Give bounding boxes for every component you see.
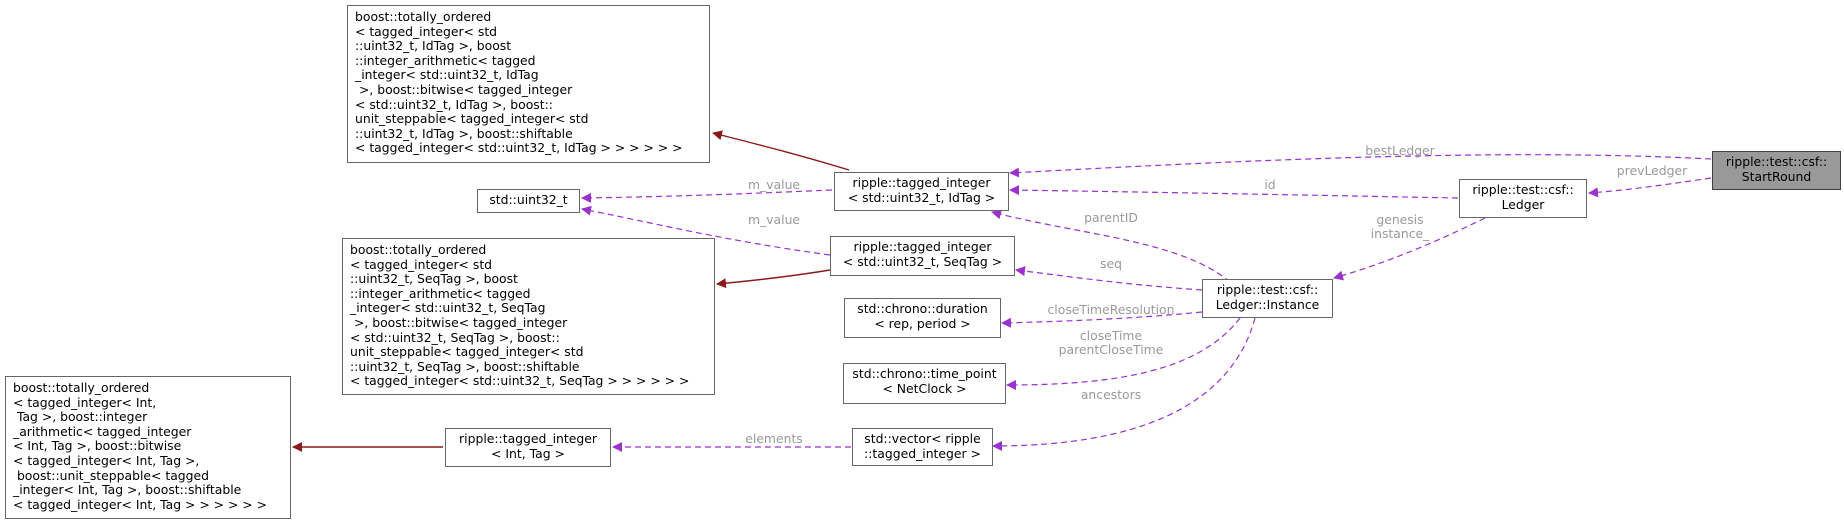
usage-edge-close-time (1006, 317, 1241, 390)
usage-edge-prev-ledger (1588, 177, 1712, 198)
node-base-int-tag[interactable]: boost::totally_ordered < tagged_integer<… (5, 376, 291, 519)
edge-label-prev-ledger: prevLedger (1617, 163, 1688, 178)
node-base-idtag[interactable]: boost::totally_ordered < tagged_integer<… (347, 5, 710, 163)
node-start-round[interactable]: ripple::test::csf:: StartRound (1712, 151, 1841, 190)
node-tagged-integer-seqtag[interactable]: ripple::tagged_integer < std::uint32_t, … (830, 236, 1015, 276)
usage-edge-m-value-seqtag (581, 205, 831, 256)
inheritance-edge-seqtag (716, 269, 831, 289)
edge-label-parent-id: parentID (1084, 210, 1138, 225)
edge-label-close-time-resolution: closeTimeResolution (1048, 302, 1175, 317)
node-ledger[interactable]: ripple::test::csf:: Ledger (1459, 179, 1587, 218)
node-tagged-integer-idtag[interactable]: ripple::tagged_integer < std::uint32_t, … (834, 172, 1009, 211)
edge-label-best-ledger: bestLedger (1365, 143, 1435, 158)
usage-edge-genesis-instance (1333, 217, 1486, 281)
usage-edge-seq (1015, 266, 1203, 291)
node-vector-tagged-integer[interactable]: std::vector< ripple ::tagged_integer > (852, 428, 993, 466)
usage-edge-id (1009, 185, 1459, 199)
node-chrono-time-point[interactable]: std::chrono::time_point < NetClock > (843, 363, 1006, 404)
inheritance-edge-idtag (712, 130, 850, 171)
edge-label-elements: elements (745, 431, 803, 446)
edge-label-m-value-idtag: m_value (748, 177, 800, 192)
usage-edge-ancestors (992, 317, 1256, 451)
usage-edge-parent-id (991, 209, 1231, 283)
edge-label-ancestors: ancestors (1081, 387, 1141, 402)
usage-edge-close-time-resolution (1001, 311, 1203, 328)
node-std-uint32-t[interactable]: std::uint32_t (477, 189, 580, 213)
edge-label-m-value-seqtag: m_value (748, 212, 800, 227)
node-chrono-duration[interactable]: std::chrono::duration < rep, period > (844, 298, 1001, 338)
node-base-seqtag[interactable]: boost::totally_ordered < tagged_integer<… (342, 238, 715, 395)
edge-label-seq: seq (1100, 256, 1122, 271)
edge-label-id: id (1264, 177, 1275, 192)
node-ledger-instance[interactable]: ripple::test::csf:: Ledger::Instance (1202, 279, 1333, 318)
usage-edge-best-ledger (1009, 154, 1712, 178)
usage-edge-m-value-idtag (581, 189, 833, 203)
node-tagged-integer-int-tag[interactable]: ripple::tagged_integer < Int, Tag > (445, 428, 611, 467)
